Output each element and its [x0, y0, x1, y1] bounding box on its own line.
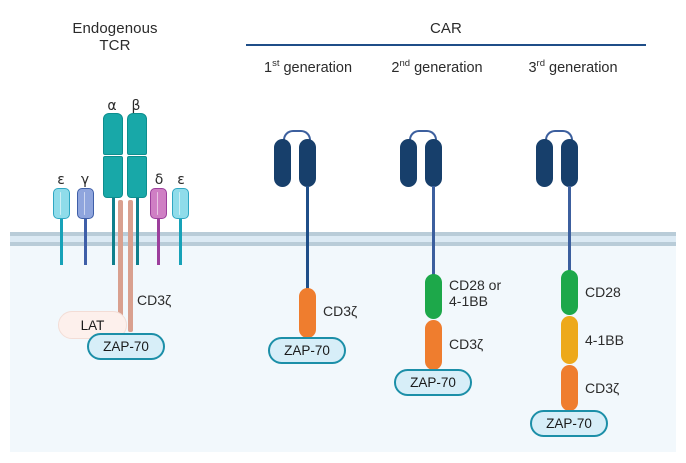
- beta-chain-v-domain: [127, 113, 147, 155]
- gen3-domain-cd3zeta: [561, 365, 578, 411]
- label-beta: β: [131, 98, 141, 114]
- gen1-domain-cd3zeta: [299, 288, 316, 338]
- gen3-scfv-lobe-left: [536, 139, 553, 187]
- delta-stem: [156, 205, 160, 265]
- gen2-domain-costim-label: CD28 or 4-1BB: [449, 277, 502, 309]
- gen3-scfv-linker: [545, 130, 573, 146]
- generation-2-label: 2nd generation: [367, 58, 507, 76]
- gen3-ordinal: 3: [528, 59, 537, 76]
- label-gamma: γ: [80, 172, 90, 188]
- plasma-membrane: [10, 232, 676, 246]
- label-epsilon-right: ε: [177, 172, 185, 188]
- alpha-chain-stem: [111, 198, 115, 265]
- gen2-domain-costim: [425, 274, 442, 319]
- gen3-domain-cd28: [561, 270, 578, 315]
- delta-ectodomain: [150, 188, 167, 219]
- epsilon-right-ectodomain: [172, 188, 189, 219]
- label-delta: δ: [154, 172, 164, 188]
- gen2-scfv-lobe-left: [400, 139, 417, 187]
- gen1-suffix: st: [272, 58, 280, 69]
- gen3-domain-cd28-label: CD28: [585, 284, 621, 300]
- gen2-hinge-stem: [432, 186, 435, 275]
- car-column-title: CAR: [430, 20, 462, 37]
- label-epsilon-left: ε: [57, 172, 65, 188]
- gen1-scfv-lobe-left: [274, 139, 291, 187]
- gen2-ordinal: 2: [391, 59, 400, 76]
- gen3-domain-cd3zeta-label: CD3ζ: [585, 380, 620, 396]
- gamma-ectodomain: [77, 188, 94, 219]
- gen3-suffix: rd: [536, 58, 545, 69]
- gen2-scfv-lobe-right: [425, 139, 442, 187]
- gen2-domain-cd3zeta: [425, 320, 442, 370]
- gen1-scfv-lobe-right: [299, 139, 316, 187]
- gen2-rest: generation: [410, 59, 483, 76]
- gen3-scfv-lobe-right: [561, 139, 578, 187]
- tcr-zap70-molecule: ZAP-70: [87, 333, 165, 360]
- gen2-zap70-molecule: ZAP-70: [394, 369, 472, 396]
- gen2-suffix: nd: [399, 58, 411, 69]
- gen1-zap70-molecule: ZAP-70: [268, 337, 346, 364]
- beta-chain-stem: [135, 198, 139, 265]
- generation-1-label: 1st generation: [238, 58, 378, 76]
- epsilon-right-stem: [178, 205, 182, 265]
- alpha-chain-v-domain: [103, 113, 123, 155]
- gen1-hinge-stem: [306, 186, 309, 289]
- gen1-scfv-linker: [283, 130, 311, 146]
- gen2-domain-cd3zeta-label: CD3ζ: [449, 336, 484, 352]
- gamma-stem: [83, 205, 87, 265]
- epsilon-left-ectodomain: [53, 188, 70, 219]
- gen3-domain-4-1bb: [561, 316, 578, 364]
- generation-3-label: 3rd generation: [503, 58, 643, 76]
- gen3-zap70-molecule: ZAP-70: [530, 410, 608, 437]
- gen3-rest: generation: [544, 59, 618, 76]
- gen1-rest: generation: [279, 59, 353, 76]
- epsilon-left-stem: [59, 205, 63, 265]
- car-header-rule: [246, 44, 646, 46]
- gen1-domain-cd3zeta-label: CD3ζ: [323, 303, 358, 319]
- membrane-outer-leaflet: [10, 232, 676, 236]
- alpha-chain-c-domain: [103, 156, 123, 198]
- gen3-domain-4-1bb-label: 4-1BB: [585, 332, 624, 348]
- beta-chain-c-domain: [127, 156, 147, 198]
- membrane-inner-leaflet: [10, 242, 676, 246]
- membrane-core: [10, 236, 676, 242]
- gen3-hinge-stem: [568, 186, 571, 271]
- gen1-ordinal: 1: [263, 59, 273, 76]
- tcr-column-title: Endogenous TCR: [72, 20, 158, 54]
- gen2-scfv-linker: [409, 130, 437, 146]
- label-alpha: α: [107, 98, 117, 114]
- tcr-cd3zeta-label: CD3ζ: [137, 292, 172, 308]
- cd3zeta-chain-left: [118, 200, 123, 332]
- cd3zeta-chain-right: [128, 200, 133, 332]
